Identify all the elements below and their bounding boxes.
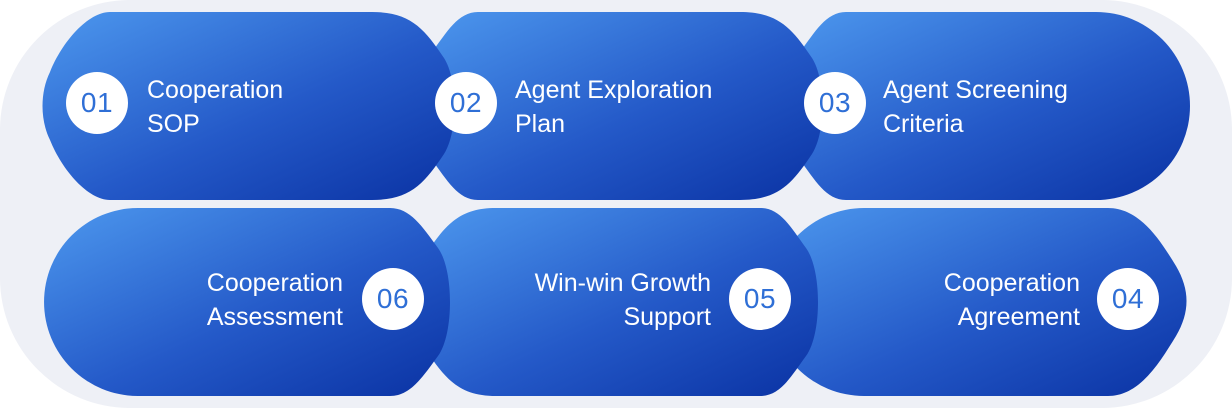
step-02-shape [418, 12, 823, 200]
step-04-label-line2: Agreement [957, 303, 1080, 331]
step-04-number-badge: 04 [1097, 268, 1159, 330]
step-05-label-line2: Support [623, 303, 711, 331]
step-05-label: Win-win Growth Support [535, 266, 711, 334]
step-05-number-badge: 05 [729, 268, 791, 330]
step-02-number-badge: 02 [435, 72, 497, 134]
step-01-label-line2: SOP [147, 110, 200, 138]
step-01-shape [42, 12, 455, 200]
step-01-label-line1: Cooperation [147, 76, 284, 104]
step-02-label-line1: Agent Exploration [515, 76, 713, 104]
step-03-number-badge: 03 [804, 72, 866, 134]
step-05-label-line1: Win-win Growth [534, 269, 711, 297]
step-01-label: Cooperation SOP [147, 73, 283, 141]
step-06-label: Cooperation Assessment [207, 266, 343, 334]
step-02-label: Agent Exploration Plan [515, 73, 712, 141]
step-01-number-badge: 01 [66, 72, 128, 134]
step-03-label-line2: Criteria [883, 110, 964, 138]
step-03-label-line1: Agent Screening [883, 76, 1068, 104]
step-04-shape [770, 208, 1187, 396]
step-06-shape [44, 208, 450, 396]
step-06-label-line2: Assessment [206, 303, 343, 331]
step-04-label: Cooperation Agreement [944, 266, 1080, 334]
step-05-shape [415, 208, 818, 396]
step-02-label-line2: Plan [515, 110, 566, 138]
step-06-label-line1: Cooperation [206, 269, 343, 297]
step-04-label-line1: Cooperation [943, 269, 1080, 297]
step-06-number-badge: 06 [362, 268, 424, 330]
step-03-shape [786, 12, 1190, 200]
step-03-label: Agent Screening Criteria [883, 73, 1068, 141]
